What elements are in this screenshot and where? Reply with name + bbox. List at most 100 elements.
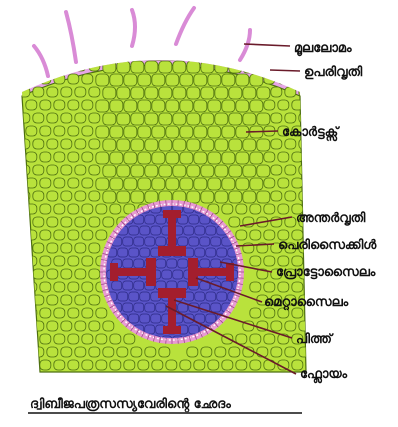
stele-cell [129, 292, 139, 301]
cortex-cell [89, 373, 100, 383]
cortex-cell [138, 152, 151, 164]
cortex-cell [285, 373, 296, 383]
cortex-cell [264, 334, 275, 344]
cortex-cell [180, 126, 193, 138]
cortex-cell [47, 295, 58, 305]
cortex-cell [68, 126, 79, 136]
cortex-cell [208, 152, 221, 164]
cortex-cell [47, 191, 58, 201]
cortex-cell [131, 61, 144, 73]
cortex-cell [117, 113, 130, 125]
cortex-cell [82, 74, 93, 84]
protoxylem-tip [163, 210, 181, 218]
cortex-cell [110, 126, 123, 138]
cortex-cell [68, 204, 79, 214]
cortex-cell [229, 217, 240, 227]
cortex-cell [292, 178, 303, 188]
cortex-cell [173, 87, 186, 99]
cortex-cell [54, 308, 65, 318]
cortex-cell [257, 61, 270, 73]
cortex-cell [61, 295, 72, 305]
leader-line [244, 44, 290, 46]
cortex-cell [278, 74, 289, 84]
label-root-hair: മൂലലോമം [294, 41, 352, 57]
cortex-cell [264, 100, 275, 110]
cortex-cell [250, 334, 261, 344]
cortex-cell [250, 230, 261, 240]
cortex-cell [61, 217, 72, 227]
cortex-cell [180, 100, 193, 112]
cortex-cell [82, 282, 93, 292]
cortex-cell [194, 152, 207, 164]
cortex-cell [159, 61, 172, 73]
cortex-cell [68, 334, 79, 344]
stele-cell [140, 314, 150, 323]
cortex-cell [117, 61, 130, 73]
cortex-cell [229, 139, 242, 151]
cortex-cell [68, 360, 79, 370]
stele-cell [129, 314, 139, 323]
stele-cell [129, 226, 139, 235]
cortex-cell [264, 178, 275, 188]
cortex-cell [61, 113, 72, 123]
cortex-cell [26, 334, 37, 344]
cortex-cell [257, 191, 270, 203]
cortex-cell [110, 360, 121, 370]
cortex-cell [75, 165, 86, 175]
cortex-cell [285, 191, 296, 201]
cortex-cell [26, 282, 37, 292]
cortex-cell [40, 256, 51, 266]
cortex-cell [306, 282, 317, 292]
cortex-cell [40, 308, 51, 318]
endodermis-cell-wall [166, 200, 167, 206]
diagram-caption: ദ്വിബീജപത്രസസ്യവേരിന്റെ ഛേദം [30, 396, 231, 412]
cortex-cell [159, 87, 172, 99]
cortex-cell [243, 113, 256, 125]
stele-cell [184, 226, 194, 235]
cortex-cell [75, 269, 86, 279]
stele-cell [211, 303, 221, 312]
cortex-cell [131, 191, 144, 203]
cortex-cell [299, 87, 310, 97]
cortex-cell [243, 139, 256, 151]
label-endodermis: അന്തർവൃതി [296, 210, 366, 226]
cortex-cell [292, 282, 303, 292]
cortex-cell [145, 113, 158, 125]
cortex-cell [40, 100, 51, 110]
cortex-cell [75, 217, 86, 227]
stele-cell [189, 215, 199, 224]
cortex-cell [173, 139, 186, 151]
cortex-cell [173, 61, 186, 73]
cortex-cell [194, 360, 205, 370]
cortex-cell [124, 74, 137, 86]
cortex-cell [271, 373, 282, 383]
cortex-cell [82, 178, 93, 188]
cortex-cell [271, 87, 282, 97]
cortex-cell [264, 282, 275, 292]
stele-cell [173, 270, 183, 279]
cortex-cell [187, 373, 198, 383]
label-protoxylem: പ്രോട്ടോസൈലം [276, 265, 376, 280]
label-pericycle: പെരിസൈക്കിൾ [278, 237, 377, 253]
cortex-cell [229, 191, 242, 203]
cortex-cell [152, 48, 165, 60]
cortex-cell [201, 139, 214, 151]
cortex-cell [131, 347, 142, 357]
cortex-cell [40, 152, 51, 162]
cortex-cell [299, 139, 310, 149]
cortex-cell [145, 373, 156, 383]
stele-cell [200, 237, 210, 246]
cortex-cell [103, 61, 116, 73]
cortex-cell [54, 178, 65, 188]
cortex-cell [166, 74, 179, 86]
cortex-cell [124, 126, 137, 138]
cortex-cell [159, 373, 170, 383]
cortex-cell [264, 204, 275, 214]
cortex-cell [208, 48, 221, 60]
cortex-cell [40, 178, 51, 188]
cortex-cell [82, 360, 93, 370]
cortex-cell [89, 191, 100, 201]
cortex-cell [75, 347, 86, 357]
cortex-cell [138, 178, 151, 190]
cortex-cell [124, 48, 137, 60]
